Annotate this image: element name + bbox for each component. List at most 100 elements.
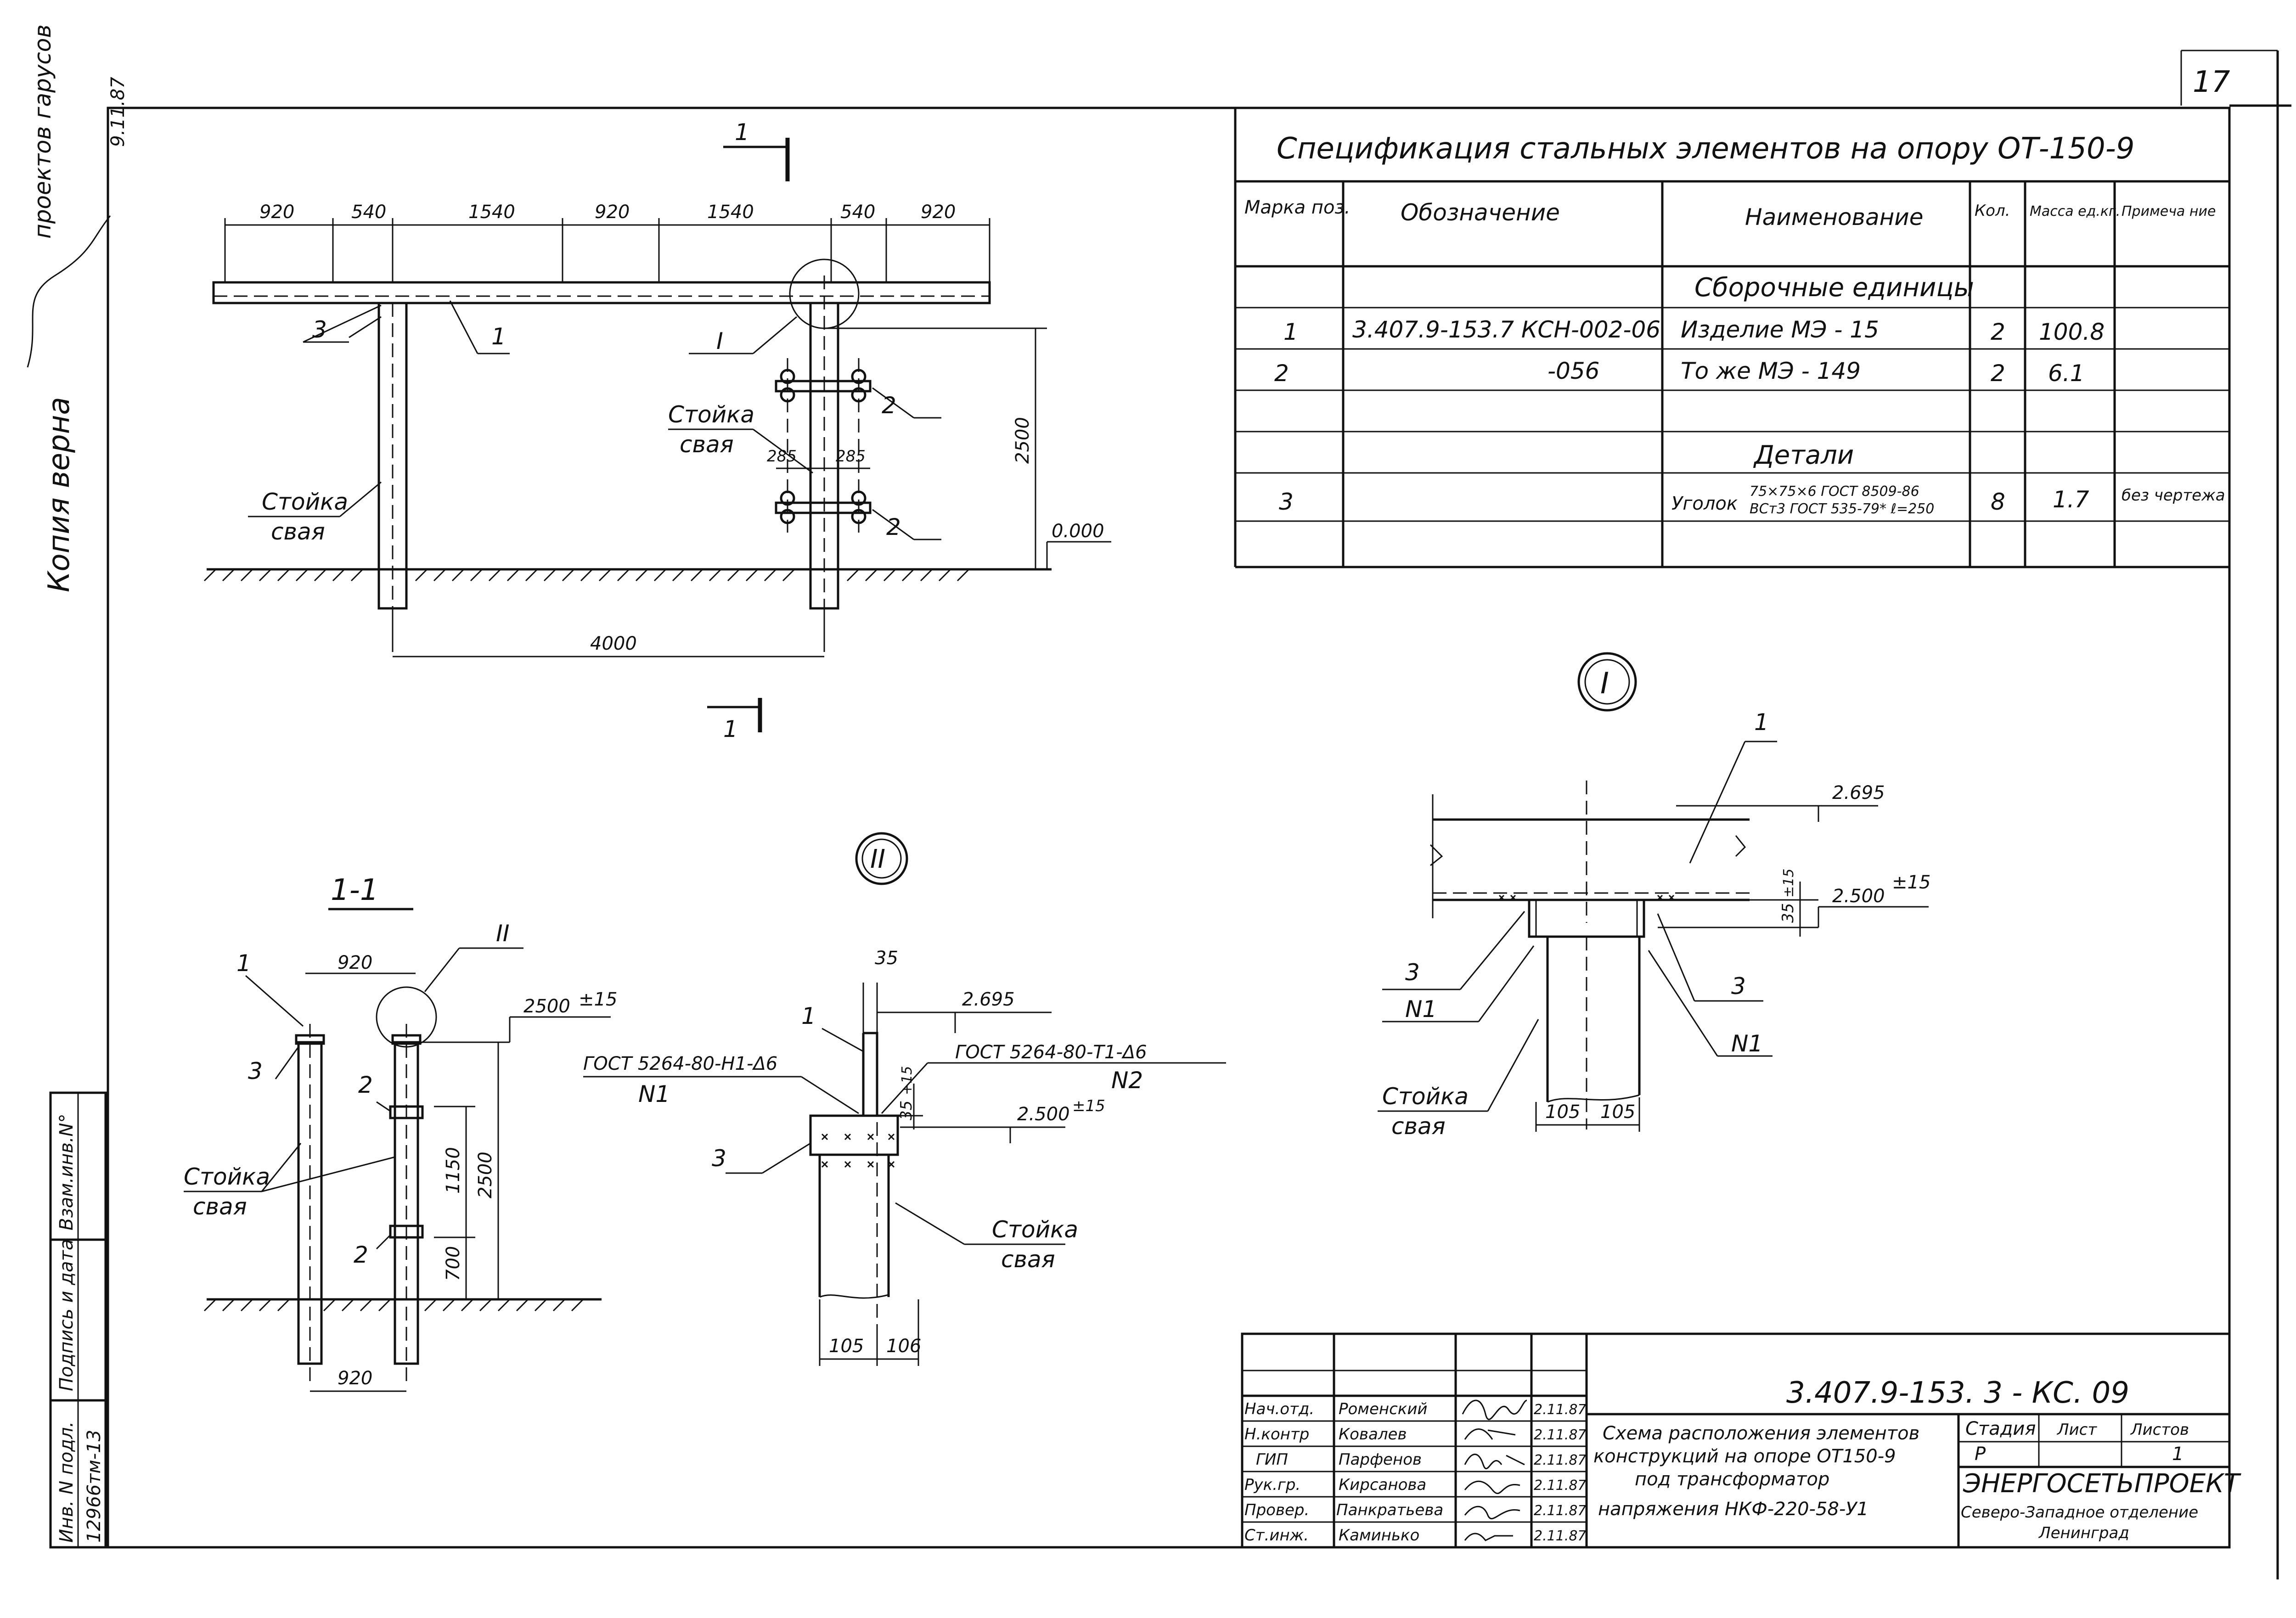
detail-II-gap-tol: +15 [899, 1066, 915, 1095]
bolt-dim-right: 285 [836, 447, 866, 466]
detail-II-gap: 35 [897, 1101, 916, 1120]
svg-text:1.7: 1.7 [2053, 486, 2089, 513]
bracket-lower [775, 501, 872, 514]
svg-text:1: 1 [1754, 709, 1769, 736]
callout-I-label: I [716, 328, 723, 354]
svg-text:свая: свая [271, 518, 325, 545]
detail-II-label-post: Стойка свая [895, 1202, 1078, 1273]
svg-text:3: 3 [1279, 489, 1294, 515]
svg-text:2: 2 [358, 1072, 373, 1098]
doc-code: 3.407.9-153. 3 - КС. 09 [1786, 1376, 2129, 1410]
svg-text:Парфенов: Парфенов [1339, 1450, 1422, 1469]
svg-text:II: II [870, 844, 885, 874]
svg-text:2: 2 [886, 514, 901, 540]
detail-I-label-n1-right: N1 [1648, 950, 1773, 1057]
bracket-upper [775, 380, 872, 393]
col-header-designation: Обозначение [1401, 199, 1560, 226]
org-branch: Северо-Западное отделение [1961, 1503, 2198, 1522]
signer-row: Ст.инж. Каминько 2.11.87 [1244, 1526, 1587, 1545]
detail-I-label-n1-left: N1 [1382, 945, 1535, 1022]
detail-I-label-pos1: 1 [1689, 709, 1777, 864]
dim-920-bottom: 920 [338, 1368, 372, 1389]
dim-540-b: 540 [840, 202, 875, 223]
svg-text:Стойка: Стойка [262, 489, 348, 515]
signer-row: Провер. Панкратьева 2.11.87 [1244, 1501, 1587, 1519]
svg-text:То же МЭ - 149: То же МЭ - 149 [1681, 358, 1861, 384]
desc-line-3: под трансформатор [1635, 1469, 1829, 1490]
svg-text:2: 2 [354, 1242, 368, 1268]
post-left [297, 1041, 323, 1365]
section-1-1-title: 1-1 [331, 873, 379, 907]
detail-I-dim-105-b: 105 [1600, 1101, 1635, 1123]
callout-II-label: II [496, 920, 510, 947]
svg-text:N1: N1 [1405, 996, 1437, 1022]
signer-row: ГИП Парфенов 2.11.87 [1256, 1450, 1587, 1469]
dim-540-a: 540 [351, 202, 386, 223]
detail-I-circle [1577, 652, 1637, 712]
svg-text:N1: N1 [1731, 1030, 1763, 1057]
stage-value: Р [1975, 1444, 1986, 1465]
callout-II-circle [376, 986, 437, 1048]
dim-920-c: 920 [921, 202, 956, 223]
svg-text:2.11.87: 2.11.87 [1534, 1503, 1587, 1519]
detail-I-level-tol: ±15 [1892, 872, 1930, 893]
section-mark-bottom: 1 [707, 698, 762, 742]
svg-text:N1: N1 [638, 1081, 670, 1107]
svg-text:-056: -056 [1548, 358, 1599, 384]
svg-text:N2: N2 [1111, 1067, 1143, 1094]
signer-row: Н.контр Ковалев 2.11.87 [1244, 1425, 1587, 1444]
section-1-1: 1-1 II 920 1 3 2 2 С [184, 873, 617, 1392]
svg-text:3: 3 [312, 316, 327, 343]
desc-line-1: Схема расположения элементов [1603, 1423, 1919, 1444]
col-header-mark: Марка поз. [1244, 197, 1350, 218]
margin-date: 9.11.87 [107, 77, 129, 147]
sheet-number: 17 [2193, 65, 2230, 99]
dim-920-a: 920 [259, 202, 294, 223]
detail-I-level-top: 2.695 [1832, 782, 1885, 803]
svg-text:2: 2 [1274, 360, 1289, 387]
svg-text:3: 3 [1405, 959, 1420, 986]
label-pos2-lower: 2 [872, 509, 941, 540]
detail-II-dim-105: 105 [829, 1336, 864, 1357]
desc-line-2: конструкций на опоре ОТ150-9 [1593, 1446, 1896, 1467]
inspector-note: проектов гарусов [29, 24, 56, 239]
label-1-1-pos3: 3 [248, 1046, 299, 1084]
detail-I-label-pos3-right: 3 [1657, 913, 1763, 1002]
dim-1150: 1150 [443, 1147, 464, 1194]
svg-text:1: 1 [236, 950, 251, 977]
svg-text:2.11.87: 2.11.87 [1534, 1427, 1587, 1443]
post-right [394, 1041, 419, 1365]
section-details: Детали [1753, 440, 1854, 470]
svg-text:Н.контр: Н.контр [1244, 1425, 1309, 1444]
bracket-upper-1-1 [389, 1105, 424, 1119]
detail-II-label-pos1: 1 [801, 1003, 864, 1052]
detail-II-level-tol: ±15 [1072, 1097, 1105, 1115]
replace-inv-label: Взам.инв.N° [56, 1114, 77, 1230]
svg-text:ГИП: ГИП [1256, 1450, 1288, 1469]
bracket-lower-1-1 [389, 1225, 424, 1239]
detail-I-label-post: Стойка свая [1378, 1019, 1539, 1140]
dim-2500-1-1: 2500 [475, 1152, 496, 1198]
sign-date-label: Подпись и дата [56, 1239, 77, 1391]
svg-text:свая: свая [680, 431, 734, 458]
svg-text:Уголок: Уголок [1671, 493, 1738, 514]
label-1-1-pos2-b: 2 [354, 1234, 391, 1268]
svg-text:1: 1 [491, 323, 506, 350]
svg-text:свая: свая [193, 1193, 247, 1220]
label-1-1-pos2-a: 2 [358, 1072, 391, 1112]
svg-text:2.11.87: 2.11.87 [1534, 1478, 1587, 1494]
svg-text:ГОСТ 5264-80-Н1-Δ6: ГОСТ 5264-80-Н1-Δ6 [583, 1053, 777, 1074]
weld-right-annotation: ГОСТ 5264-80-Т1-Δ6 N2 [881, 1042, 1226, 1114]
label-pos2-upper: 2 [872, 387, 941, 419]
dim-920-top: 920 [338, 952, 372, 973]
svg-text:без чертежа: без чертежа [2122, 486, 2225, 505]
margin-note: Копия верна проектов гарусов 9.11.87 [27, 24, 129, 592]
sheet-header: Лист [2056, 1421, 2097, 1439]
svg-text:Стойка: Стойка [184, 1163, 270, 1190]
spec-title: Спецификация стальных элементов на опору… [1277, 132, 2135, 166]
svg-text:1: 1 [801, 1003, 816, 1029]
level-2500-tol: ±15 [579, 989, 617, 1010]
org-name: ЭНЕРГОСЕТЬПРОЕКТ [1963, 1469, 2241, 1499]
dim-1540-b: 1540 [707, 202, 754, 223]
